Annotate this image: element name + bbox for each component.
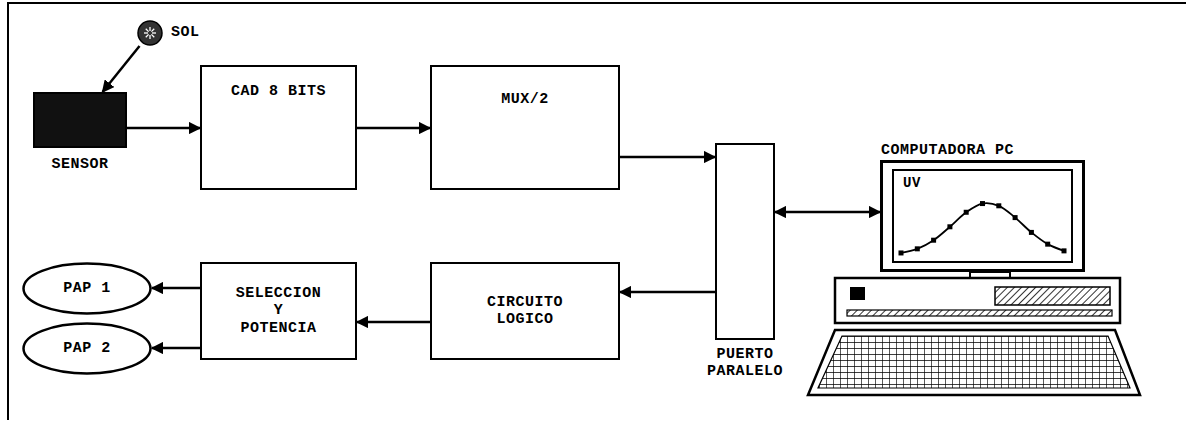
sensor-block: SENSOR <box>33 92 127 148</box>
arrow-connector <box>620 156 715 159</box>
process-box: SELECCION Y POTENCIA <box>200 262 357 360</box>
arrow-connector <box>775 211 880 214</box>
node-label: PUERTO PARALELO <box>705 346 786 381</box>
arrow-connector <box>127 127 200 130</box>
arrow-connector <box>103 46 140 92</box>
arrow-connector <box>357 321 430 324</box>
motor-ellipse: PAP 2 <box>22 322 152 375</box>
port-box: PUERTO PARALELO <box>715 143 775 340</box>
frame-line <box>8 3 1186 420</box>
arrow-connector <box>152 287 200 290</box>
pc-keyboard <box>808 330 1140 395</box>
node-label: CAD 8 BITS <box>231 83 326 100</box>
motor-ellipse: PAP 1 <box>22 262 152 315</box>
node-label: PAP 1 <box>63 280 111 297</box>
node-label: SOL <box>171 24 200 41</box>
process-box: MUX/2 <box>430 65 620 190</box>
process-box: CAD 8 BITS <box>200 65 357 190</box>
node-label: MUX/2 <box>501 91 549 108</box>
sun-outline <box>137 20 163 46</box>
node-label: SENSOR <box>51 156 108 173</box>
arrow-connector <box>620 291 715 294</box>
node-label: PAP 2 <box>63 340 111 357</box>
screen-label: UV <box>903 175 921 191</box>
arrow-connector <box>152 347 200 350</box>
sun-symbol: SOL <box>137 20 163 46</box>
process-box: CIRCUITO LOGICO <box>430 262 620 360</box>
node-label: CIRCUITO LOGICO <box>485 294 566 329</box>
arrow-connector <box>357 127 430 130</box>
node-label: SELECCION Y POTENCIA <box>231 285 326 337</box>
monitor-box: COMPUTADORA PCUV <box>880 160 1085 272</box>
node-label: COMPUTADORA PC <box>881 142 1014 159</box>
pc-base-unit <box>835 272 1120 323</box>
